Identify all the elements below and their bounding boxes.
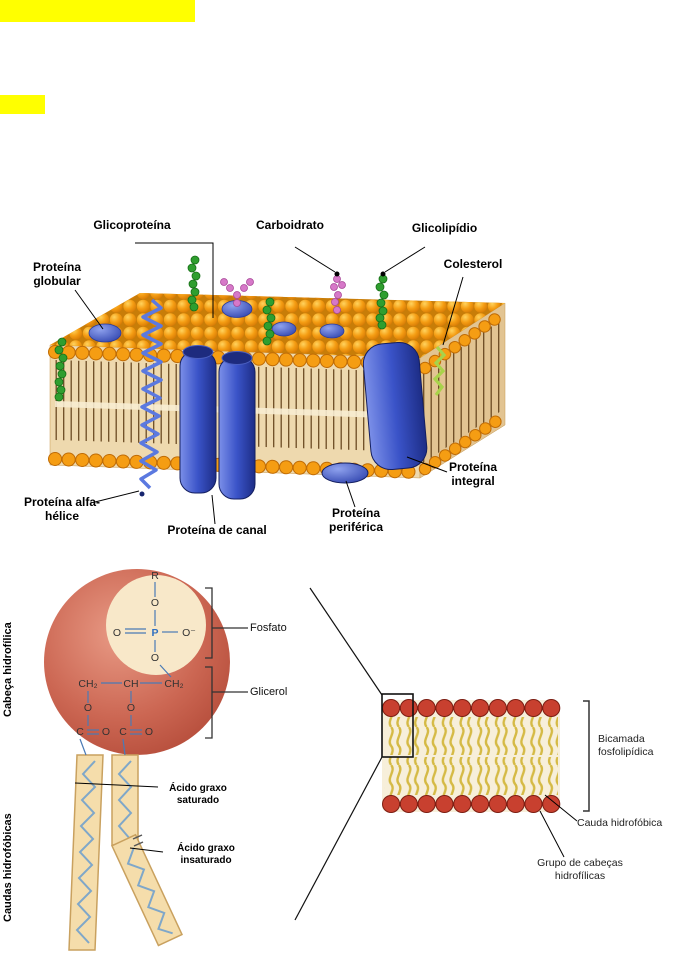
label-carboidrato: Carboidrato [255, 218, 324, 232]
chem-p: P [151, 627, 158, 639]
chem-bonds [79, 582, 178, 756]
integral-protein [362, 341, 428, 471]
pointer-lines [74, 242, 464, 525]
chem-o-minus: O⁻ [182, 627, 196, 639]
label-proteina-alfa-helice: Proteína alfa-hélice [23, 495, 101, 523]
chem-c1: C [76, 726, 84, 738]
peripheral-protein [321, 462, 369, 484]
chem-o-mid: O [151, 652, 159, 664]
label-acido-graxo-insaturado: Ácido graxo insaturado [177, 843, 235, 866]
chem-symbols: R O O P O⁻ O CH₂ CH CH₂ O O C O C O [76, 570, 196, 738]
label-cabeca-hidrofilica: Cabeça hidrofílica [2, 622, 14, 718]
chem-ch-mid: CH [123, 678, 138, 690]
bilayer-illustration [294, 587, 590, 921]
phospholipid-head [44, 569, 230, 755]
label-cauda-hidrofobica: Cauda hidrofóbica [577, 817, 663, 829]
highlight-bar-2 [0, 95, 45, 114]
chem-o-ester2: O [127, 702, 135, 714]
chem-o-top: O [151, 597, 159, 609]
label-colesterol: Colesterol [443, 257, 503, 271]
bilayer-head-rows [382, 699, 561, 813]
highlight-bar-1 [0, 0, 195, 22]
channel-protein [179, 345, 256, 500]
label-proteina-integral: Proteína integral [448, 460, 497, 488]
chem-o-ester1: O [84, 702, 92, 714]
bilayer-bracket [583, 700, 590, 812]
phospholipid-pointer-lines [74, 782, 164, 853]
label-proteina-globular: Proteína globular [32, 260, 81, 288]
chem-o-c1: O [102, 726, 110, 738]
phospholipid-illustration: R O O P O⁻ O CH₂ CH CH₂ O O C O C O [44, 569, 248, 951]
glycoprotein-chains [220, 275, 346, 314]
label-fosfato: Fosfato [250, 622, 287, 634]
label-glicolipidio: Glicolipídio [411, 221, 478, 235]
label-proteina-periferica: Proteína periférica [328, 506, 384, 534]
carbohydrate-chains [54, 255, 389, 402]
label-grupo-cabecas-hidrofilicas: Grupo de cabeças hidrofílicas [537, 857, 623, 883]
globular-proteins [88, 300, 345, 343]
label-proteina-de-canal: Proteína de canal [167, 523, 267, 537]
chem-ch2-left: CH₂ [78, 678, 97, 690]
label-caudas-hidrofobicas: Caudas hidrofóbicas [2, 813, 14, 922]
label-bicamada-fosfolipidica: Bicamada fosfolipídica [598, 733, 654, 759]
label-glicerol: Glicerol [250, 686, 288, 698]
zoom-lines [294, 587, 383, 921]
chem-c2: C [119, 726, 127, 738]
chem-r: R [151, 570, 159, 582]
fatty-acid-tails [68, 754, 183, 951]
label-glicoproteina: Glicoproteína [93, 218, 171, 232]
bilayer-pointer-lines [539, 794, 578, 858]
phospholipid-brackets [205, 587, 248, 739]
chem-o-c2: O [145, 726, 153, 738]
alpha-helix-protein [139, 298, 163, 497]
chem-o-left: O [113, 627, 121, 639]
label-acido-graxo-saturado: Ácido graxo saturado [169, 783, 227, 806]
membrane-illustration [48, 242, 508, 525]
chem-ch2-right: CH₂ [164, 678, 183, 690]
zoom-box [381, 693, 414, 758]
cholesterol-molecule [432, 345, 447, 396]
